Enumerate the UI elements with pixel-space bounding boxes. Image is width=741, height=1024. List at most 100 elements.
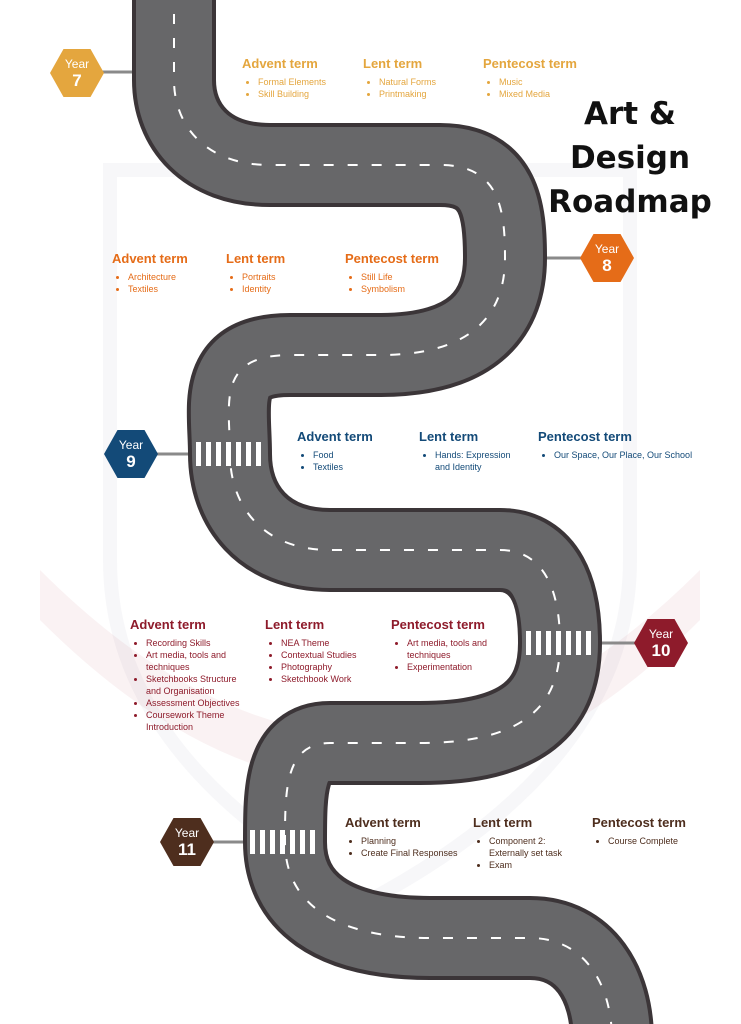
crossing-year-11 xyxy=(250,830,315,854)
term-heading: Lent term xyxy=(226,251,286,266)
year-10-lent-term: Lent term NEA Theme Contextual Studies P… xyxy=(265,617,383,685)
topic-item: Art media, tools and techniques xyxy=(146,649,248,673)
topic-item: Sketchbooks Structure and Organisation xyxy=(146,673,248,697)
topic-item: Portraits xyxy=(242,271,336,283)
term-topics: Recording Skills Art media, tools and te… xyxy=(130,637,248,733)
year-7-advent-term: Advent term Formal Elements Skill Buildi… xyxy=(242,56,352,100)
year-connectors xyxy=(100,70,636,844)
year-11-pentecost-term: Pentecost term Course Complete xyxy=(592,815,712,847)
term-topics: NEA Theme Contextual Studies Photography… xyxy=(265,637,383,685)
topic-item: Skill Building xyxy=(258,88,352,100)
topic-item: Printmaking xyxy=(379,88,473,100)
year-7-lent-term: Lent term Natural Forms Printmaking xyxy=(363,56,473,100)
page-title: Art & Design Roadmap xyxy=(520,92,740,224)
topic-item: Identity xyxy=(242,283,336,295)
year-8-lent-term: Lent term Portraits Identity xyxy=(226,251,336,295)
topic-item: Symbolism xyxy=(361,283,465,295)
year-9-pentecost-term: Pentecost term Our Space, Our Place, Our… xyxy=(538,429,728,461)
topic-item: Planning xyxy=(361,835,465,847)
term-topics: Planning Create Final Responses xyxy=(345,835,465,859)
topic-item: Experimentation xyxy=(407,661,499,673)
topic-item: Exam xyxy=(489,859,573,871)
term-heading: Lent term xyxy=(419,429,479,444)
year-9-badge: Year 9 xyxy=(104,430,158,478)
title-line-2: Roadmap xyxy=(548,184,712,220)
year-11-lent-term: Lent term Component 2: Externally set ta… xyxy=(473,815,573,871)
year-10-badge: Year 10 xyxy=(634,619,688,667)
topic-item: Hands: Expression and Identity xyxy=(435,449,519,473)
year-label: Year xyxy=(174,825,200,840)
term-topics: Formal Elements Skill Building xyxy=(242,76,352,100)
topic-item: Create Final Responses xyxy=(361,847,465,859)
title-line-1: Art & Design xyxy=(569,96,691,176)
year-10-advent-term: Advent term Recording Skills Art media, … xyxy=(130,617,248,733)
year-11-advent-term: Advent term Planning Create Final Respon… xyxy=(345,815,465,859)
year-9-advent-term: Advent term Food Textiles xyxy=(297,429,407,473)
term-heading: Lent term xyxy=(265,617,325,632)
year-label: Year xyxy=(64,56,90,71)
year-8-badge: Year 8 xyxy=(580,234,634,282)
topic-item: Art media, tools and techniques xyxy=(407,637,499,661)
year-11-badge: Year 11 xyxy=(160,818,214,866)
topic-item: Recording Skills xyxy=(146,637,248,649)
year-number: 8 xyxy=(602,255,612,275)
topic-item: Food xyxy=(313,449,407,461)
term-heading: Lent term xyxy=(473,815,533,830)
year-8-pentecost-term: Pentecost term Still Life Symbolism xyxy=(345,251,465,295)
crossing-year-9 xyxy=(196,442,261,466)
year-8-advent-term: Advent term Architecture Textiles xyxy=(112,251,222,295)
year-7-badge: Year 7 xyxy=(50,49,104,97)
term-heading: Lent term xyxy=(363,56,423,71)
year-10-pentecost-term: Pentecost term Art media, tools and tech… xyxy=(391,617,499,673)
year-number: 7 xyxy=(72,70,82,90)
term-topics: Still Life Symbolism xyxy=(345,271,465,295)
topic-item: Still Life xyxy=(361,271,465,283)
term-topics: Hands: Expression and Identity xyxy=(419,449,519,473)
crossing-year-10 xyxy=(526,631,591,655)
topic-item: Component 2: Externally set task xyxy=(489,835,573,859)
winding-road xyxy=(132,0,654,1024)
term-topics: Art media, tools and techniques Experime… xyxy=(391,637,499,673)
term-topics: Our Space, Our Place, Our School xyxy=(538,449,728,461)
term-topics: Natural Forms Printmaking xyxy=(363,76,473,100)
year-number: 11 xyxy=(178,839,196,859)
term-topics: Portraits Identity xyxy=(226,271,336,295)
term-heading: Pentecost term xyxy=(592,815,686,830)
term-heading: Pentecost term xyxy=(483,56,577,71)
topic-item: Textiles xyxy=(128,283,222,295)
term-heading: Pentecost term xyxy=(538,429,632,444)
year-label: Year xyxy=(118,437,144,452)
term-heading: Pentecost term xyxy=(345,251,439,266)
term-topics: Music Mixed Media xyxy=(483,76,603,100)
year-number: 9 xyxy=(126,451,136,471)
year-number: 10 xyxy=(651,640,671,660)
term-heading: Advent term xyxy=(112,251,188,266)
term-heading: Advent term xyxy=(130,617,206,632)
topic-item: NEA Theme xyxy=(281,637,383,649)
year-7-pentecost-term: Pentecost term Music Mixed Media xyxy=(483,56,603,100)
term-heading: Advent term xyxy=(297,429,373,444)
term-heading: Advent term xyxy=(345,815,421,830)
term-heading: Advent term xyxy=(242,56,318,71)
topic-item: Course Complete xyxy=(608,835,712,847)
topic-item: Assessment Objectives xyxy=(146,697,248,709)
topic-item: Photography xyxy=(281,661,383,673)
term-heading: Pentecost term xyxy=(391,617,485,632)
topic-item: Contextual Studies xyxy=(281,649,383,661)
topic-item: Coursework Theme Introduction xyxy=(146,709,248,733)
term-topics: Course Complete xyxy=(592,835,712,847)
year-label: Year xyxy=(594,241,620,256)
topic-item: Music xyxy=(499,76,603,88)
topic-item: Textiles xyxy=(313,461,407,473)
topic-item: Sketchbook Work xyxy=(281,673,383,685)
topic-item: Formal Elements xyxy=(258,76,352,88)
term-topics: Architecture Textiles xyxy=(112,271,222,295)
year-label: Year xyxy=(648,626,674,641)
topic-item: Architecture xyxy=(128,271,222,283)
term-topics: Food Textiles xyxy=(297,449,407,473)
year-9-lent-term: Lent term Hands: Expression and Identity xyxy=(419,429,519,473)
topic-item: Natural Forms xyxy=(379,76,473,88)
topic-item: Our Space, Our Place, Our School xyxy=(554,449,728,461)
term-topics: Component 2: Externally set task Exam xyxy=(473,835,573,871)
